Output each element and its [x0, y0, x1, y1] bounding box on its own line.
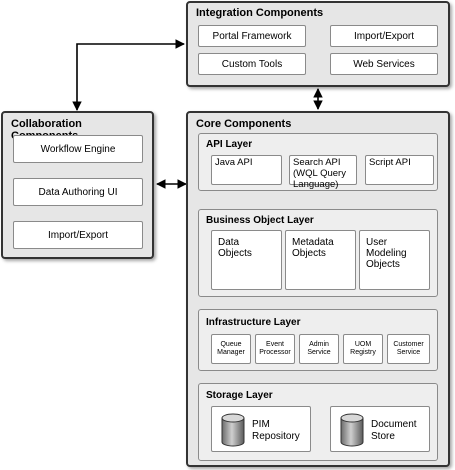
portal-framework-box: Portal Framework [198, 25, 306, 47]
business-object-layer-title: Business Object Layer [206, 215, 314, 226]
infrastructure-layer: Infrastructure Layer Queue Manager Event… [198, 309, 438, 371]
metadata-objects-box: Metadata Objects [285, 230, 356, 290]
workflow-engine-box: Workflow Engine [13, 135, 143, 163]
event-processor-box: Event Processor [255, 334, 295, 364]
document-store-box: Document Store [330, 406, 430, 452]
pim-repository-box: PIM Repository [211, 406, 311, 452]
data-objects-box: Data Objects [211, 230, 282, 290]
storage-layer-title: Storage Layer [206, 390, 273, 401]
script-api-label: Script API [369, 157, 411, 168]
integration-components-title: Integration Components [196, 7, 324, 19]
uom-registry-label: UOM Registry [350, 341, 376, 356]
admin-service-label: Admin Service [307, 341, 331, 356]
user-modeling-objects-label: User Modeling Objects [366, 237, 407, 270]
infrastructure-layer-title: Infrastructure Layer [206, 317, 301, 328]
event-processor-label: Event Processor [259, 341, 291, 356]
uom-registry-box: UOM Registry [343, 334, 383, 364]
queue-manager-box: Queue Manager [211, 334, 251, 364]
database-icon [340, 413, 364, 447]
arrow-integration-collaboration [72, 39, 185, 111]
admin-service-box: Admin Service [299, 334, 339, 364]
integration-import-export-box: Import/Export [330, 25, 438, 47]
integration-components-panel: Integration Components Portal Framework … [186, 1, 450, 87]
web-services-box: Web Services [330, 53, 438, 75]
data-authoring-ui-box: Data Authoring UI [13, 178, 143, 206]
api-layer-title: API Layer [206, 139, 253, 150]
database-icon [221, 413, 245, 447]
search-api-label: Search API (WQL Query Language) [293, 157, 346, 190]
search-api-box: Search API (WQL Query Language) [289, 155, 357, 190]
customer-service-label: Customer Service [393, 341, 424, 356]
core-components-title: Core Components [196, 118, 292, 130]
java-api-label: Java API [215, 157, 253, 168]
storage-layer: Storage Layer PIM Repository [198, 383, 438, 461]
pim-repository-label: PIM Repository [252, 419, 300, 442]
queue-manager-label: Queue Manager [217, 341, 245, 356]
collaboration-components-panel: Collaboration Components Workflow Engine… [1, 111, 154, 259]
document-store-label: Document Store [371, 419, 417, 442]
business-object-layer: Business Object Layer Data Objects Metad… [198, 209, 438, 297]
user-modeling-objects-box: User Modeling Objects [359, 230, 430, 290]
data-objects-label: Data Objects [218, 237, 252, 259]
customer-service-box: Customer Service [387, 334, 430, 364]
api-layer: API Layer Java API Search API (WQL Query… [198, 133, 438, 191]
metadata-objects-label: Metadata Objects [292, 237, 334, 259]
script-api-box: Script API [365, 155, 434, 185]
custom-tools-box: Custom Tools [198, 53, 306, 75]
core-components-panel: Core Components API Layer Java API Searc… [186, 111, 450, 467]
collaboration-import-export-box: Import/Export [13, 221, 143, 249]
java-api-box: Java API [211, 155, 282, 185]
